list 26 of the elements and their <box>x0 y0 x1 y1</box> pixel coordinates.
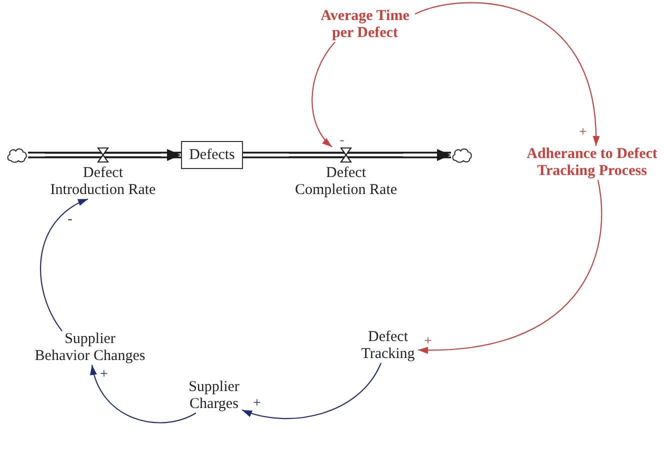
causal-arrow <box>90 364 196 424</box>
polarity-sign: - <box>68 213 72 227</box>
polarity-sign: + <box>579 126 587 140</box>
variable-label: Supplier Behavior Changes <box>30 331 150 365</box>
causal-arrow <box>40 198 88 332</box>
flow-pipe <box>403 149 451 161</box>
flow-pipe <box>28 152 45 158</box>
variable-label: Average Time per Defect <box>315 8 415 42</box>
variable-label: Defect Completion Rate <box>294 165 398 199</box>
causal-arrow <box>418 180 602 354</box>
cloud-icon <box>451 147 473 163</box>
stock-box: Defects <box>181 141 243 169</box>
variable-label: Supplier Charges <box>186 379 242 413</box>
cloud-icon <box>6 147 28 163</box>
causal-arrow <box>414 2 599 146</box>
variable-label: Defect Introduction Rate <box>49 165 157 199</box>
variable-label: Defect Tracking <box>358 329 418 363</box>
polarity-sign: + <box>424 335 432 349</box>
variable-label: Adherance to Defect Tracking Process <box>521 146 663 180</box>
flow-pipe <box>161 149 181 161</box>
causal-arrow <box>242 362 382 419</box>
causal-arrow <box>312 42 336 148</box>
polarity-sign: + <box>253 397 261 411</box>
polarity-sign: + <box>100 368 108 382</box>
polarity-sign: - <box>340 134 344 148</box>
flow-pipe <box>243 152 289 158</box>
